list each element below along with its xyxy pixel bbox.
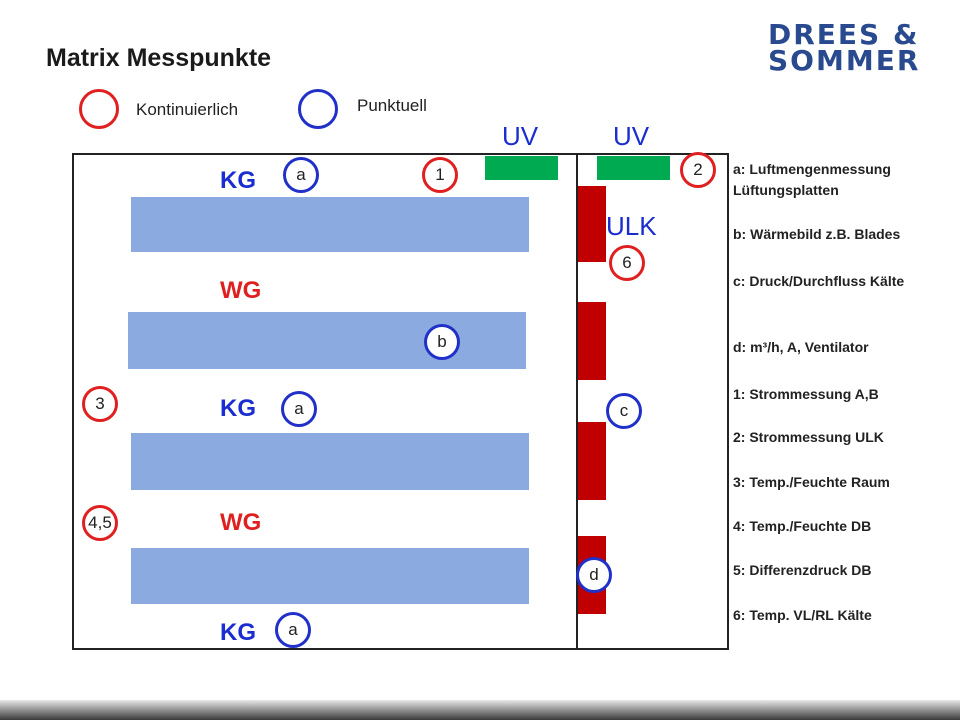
- note-c: c: Druck/Durchfluss Kälte: [733, 273, 905, 289]
- note-5: 5: Differenzdruck DB: [733, 562, 872, 578]
- legend-point-label: Punktuell: [357, 96, 427, 115]
- note-b: b: Wärmebild z.B. Blades: [733, 226, 901, 242]
- legend-continuous-label: Kontinuierlich: [136, 100, 239, 119]
- marker-a-3: a: [275, 612, 311, 648]
- rack-row-1: [131, 197, 529, 252]
- footer-bar: [0, 700, 960, 720]
- ulk-unit-3: [578, 422, 606, 500]
- zone-wg-2: WG: [220, 509, 262, 536]
- legend-point-icon: [298, 89, 338, 129]
- uv-label-1: UV: [502, 121, 539, 151]
- rack-row-3: [131, 433, 529, 490]
- note-d: d: m³/h, A, Ventilator: [733, 339, 869, 355]
- note-a: a: Luftmengenmessung Lüftungsplatten: [733, 161, 891, 198]
- marker-a-2: a: [281, 391, 317, 427]
- uv-label-2: UV: [613, 121, 650, 151]
- zone-kg-1: KG: [220, 167, 256, 194]
- zone-kg-3: KG: [220, 619, 256, 646]
- marker-a-1: a: [283, 157, 319, 193]
- note-2: 2: Strommessung ULK: [733, 429, 884, 445]
- zone-kg-2: KG: [220, 395, 256, 422]
- uv-unit-1: [485, 156, 558, 180]
- zone-wg-1: WG: [220, 277, 262, 304]
- logo-line-1: DREES &: [768, 18, 920, 51]
- marker-2: 2: [680, 152, 716, 188]
- ulk-unit-2: [578, 302, 606, 380]
- rack-row-2: [128, 312, 526, 369]
- drees-sommer-logo: DREES & SOMMER: [768, 18, 921, 77]
- logo-line-2: SOMMER: [768, 44, 921, 77]
- note-6: 6: Temp. VL/RL Kälte: [733, 607, 872, 623]
- rack-row-4: [131, 548, 529, 604]
- page-title: Matrix Messpunkte: [46, 44, 272, 72]
- note-3: 3: Temp./Feuchte Raum: [733, 474, 890, 490]
- note-1: 1: Strommessung A,B: [733, 386, 879, 402]
- ulk-frame: [576, 153, 729, 650]
- legend-continuous-icon: [79, 89, 119, 129]
- marker-b: b: [424, 324, 460, 360]
- marker-c: c: [606, 393, 642, 429]
- note-4: 4: Temp./Feuchte DB: [733, 518, 872, 534]
- marker-6: 6: [609, 245, 645, 281]
- marker-1: 1: [422, 157, 458, 193]
- ulk-label: ULK: [606, 211, 657, 241]
- marker-4-5: 4,5: [82, 505, 118, 541]
- marker-d: d: [576, 557, 612, 593]
- uv-unit-2: [597, 156, 670, 180]
- ulk-unit-1: [578, 186, 606, 262]
- marker-3: 3: [82, 386, 118, 422]
